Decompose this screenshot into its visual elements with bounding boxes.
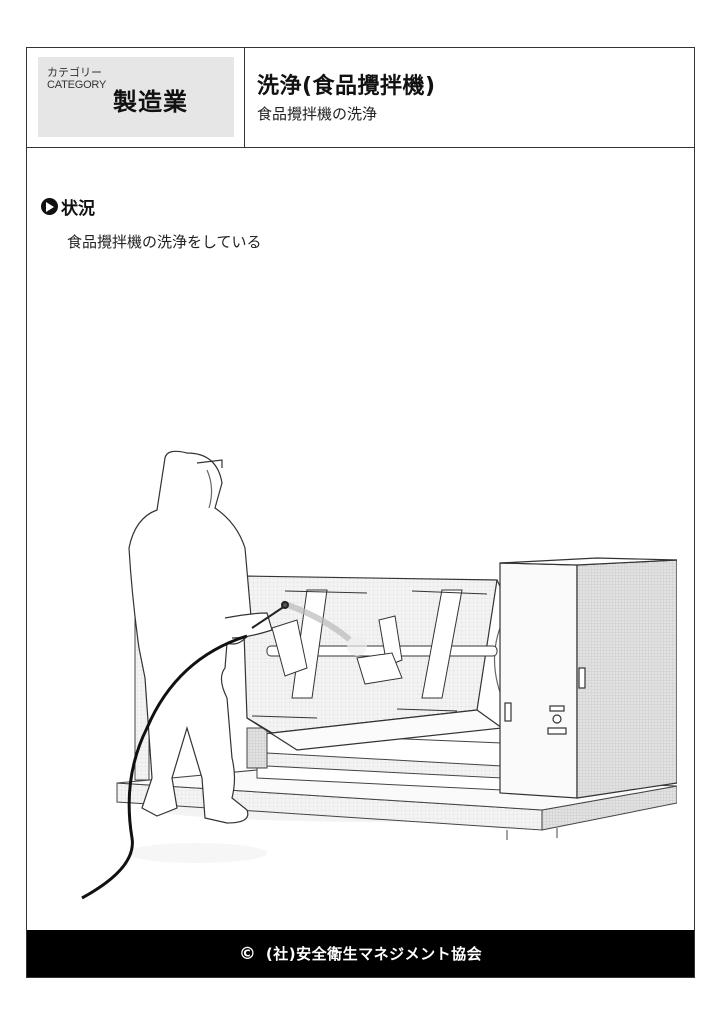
section-heading: 状況 xyxy=(41,194,262,219)
section-title: 状況 xyxy=(61,199,95,219)
spray-gun xyxy=(251,601,289,629)
footer-bar: © (社)安全衛生マネジメント協会 xyxy=(27,930,694,977)
page-title: 洗浄(食品攪拌機) xyxy=(257,74,436,99)
situation-section: 状況 食品攪拌機の洗浄をしている xyxy=(41,194,262,252)
category-box: カテゴリー CATEGORY 製造業 xyxy=(38,57,234,137)
header: カテゴリー CATEGORY 製造業 洗浄(食品攪拌機) 食品攪拌機の洗浄 xyxy=(27,48,694,148)
category-cell: カテゴリー CATEGORY 製造業 xyxy=(27,48,245,147)
copyright-icon: © xyxy=(238,943,256,964)
category-value: 製造業 xyxy=(113,88,188,116)
water-spray xyxy=(281,600,367,656)
page-frame: カテゴリー CATEGORY 製造業 洗浄(食品攪拌機) 食品攪拌機の洗浄 状況… xyxy=(26,47,695,978)
category-label-en: CATEGORY xyxy=(47,79,107,91)
page-subtitle: 食品攪拌機の洗浄 xyxy=(257,105,378,123)
section-text: 食品攪拌機の洗浄をしている xyxy=(67,233,262,251)
mixer-shaft-paddles xyxy=(251,589,498,719)
category-label-jp: カテゴリー xyxy=(47,67,102,79)
control-cabinet xyxy=(499,557,677,799)
mixer-cleaning-illustration xyxy=(81,450,677,900)
footer-text: (社)安全衛生マネジメント協会 xyxy=(265,945,483,963)
play-circle-icon xyxy=(41,198,58,215)
title-cell: 洗浄(食品攪拌機) 食品攪拌機の洗浄 xyxy=(245,48,694,147)
worker-figure xyxy=(128,450,273,824)
hose xyxy=(81,634,248,900)
